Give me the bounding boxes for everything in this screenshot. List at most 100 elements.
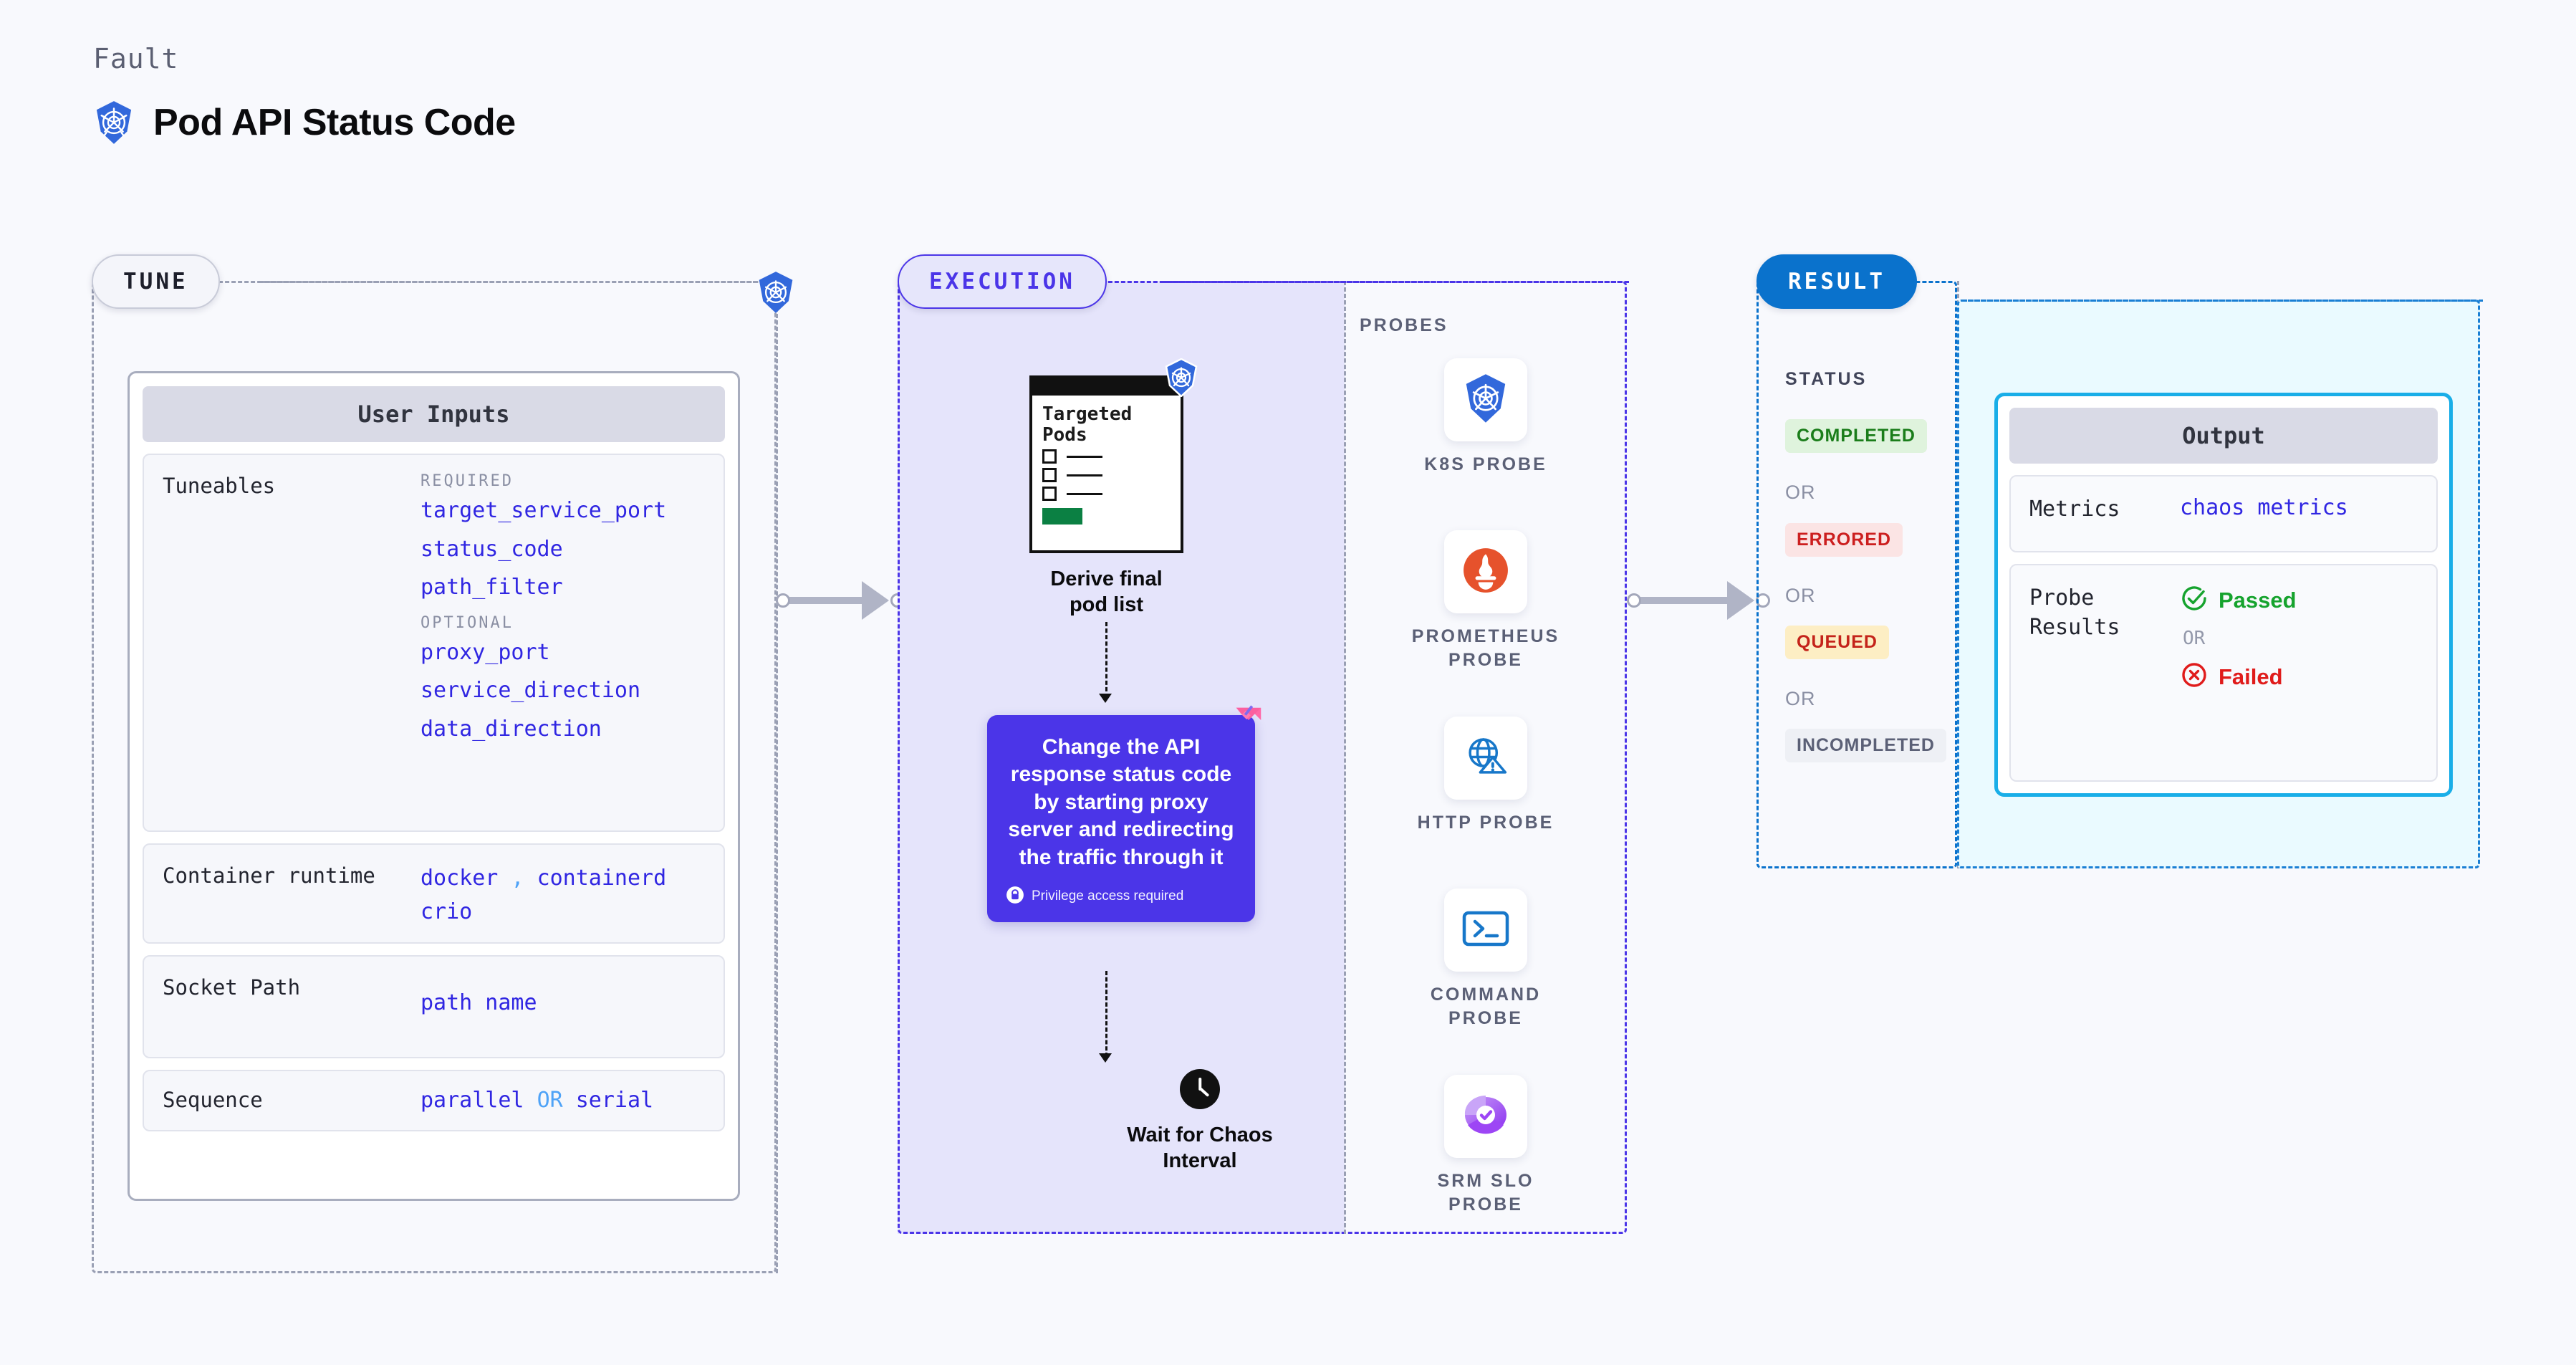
kubernetes-icon xyxy=(1163,358,1199,397)
lock-icon xyxy=(1006,886,1024,908)
container-runtime-label: Container runtime xyxy=(163,863,375,888)
tuneable-service-direction[interactable]: service_direction xyxy=(420,678,641,703)
probe-http[interactable]: HTTP PROBE xyxy=(1400,717,1572,835)
tuneable-status-code[interactable]: status_code xyxy=(420,536,563,562)
metrics-value[interactable]: chaos metrics xyxy=(2180,495,2348,520)
runtime-docker[interactable]: docker xyxy=(420,866,499,891)
probe-label: SRM SLO PROBE xyxy=(1400,1169,1572,1216)
probe-k8s[interactable]: K8S PROBE xyxy=(1400,358,1572,476)
output-title: Output xyxy=(2009,408,2438,464)
x-circle-icon xyxy=(2180,661,2209,693)
probe-tile xyxy=(1444,717,1527,800)
probe-name-line2: PROBE xyxy=(1448,1007,1523,1028)
probe-name-line1: HTTP xyxy=(1417,813,1473,833)
status-badge-queued: QUEUED xyxy=(1785,626,1889,659)
page-title: Pod API Status Code xyxy=(153,102,516,143)
pods-list-item xyxy=(1032,445,1181,464)
execution-pill-connector xyxy=(1162,281,1629,283)
harness-logo-icon xyxy=(1232,704,1265,740)
probe-result-passed: Passed xyxy=(2180,584,2297,616)
user-inputs-card: User Inputs Tuneables REQUIRED target_se… xyxy=(128,371,740,1201)
kubernetes-icon xyxy=(93,100,135,145)
targeted-pods-card: Targeted Pods xyxy=(1029,358,1198,553)
status-badge-incompleted: INCOMPLETED xyxy=(1785,729,1946,762)
sequence-parallel[interactable]: parallel xyxy=(420,1087,524,1113)
stage-pill-result-label: RESULT xyxy=(1788,269,1885,294)
socket-path-label: Socket Path xyxy=(163,975,301,1000)
privilege-note: Privilege access required xyxy=(1006,886,1236,908)
list-line xyxy=(1067,492,1102,495)
tuneable-path-filter[interactable]: path_filter xyxy=(420,575,563,600)
status-badge-errored: ERRORED xyxy=(1785,523,1903,557)
stage-pill-result[interactable]: RESULT xyxy=(1756,254,1917,309)
pods-progress-bar xyxy=(1042,508,1082,525)
pods-card-titlebar xyxy=(1029,375,1183,396)
probe-tile xyxy=(1444,358,1527,441)
probe-prometheus[interactable]: PROMETHEUS PROBE xyxy=(1400,530,1572,671)
stage-pill-execution[interactable]: EXECUTION xyxy=(898,254,1107,309)
probe-srm-slo[interactable]: SRM SLO PROBE xyxy=(1400,1075,1572,1216)
stage-pill-tune[interactable]: TUNE xyxy=(92,254,220,309)
connector-dot-start xyxy=(1627,593,1641,608)
probe-results-label: Probe Results xyxy=(2029,585,2120,640)
pods-card-title: Targeted Pods xyxy=(1032,396,1181,445)
action-description: Change the API response status code by s… xyxy=(1008,735,1234,869)
probe-results-row: Probe Results Passed OR xyxy=(2009,564,2438,782)
sequence-row: Sequence parallel OR serial xyxy=(143,1070,725,1131)
container-runtime-values: docker , containerd crio xyxy=(420,862,705,925)
probe-results-or: OR xyxy=(2183,628,2206,649)
status-label: STATUS xyxy=(1785,369,1868,389)
probe-label: HTTP PROBE xyxy=(1400,811,1572,835)
flow-connector-1 xyxy=(1105,622,1107,698)
probe-tile xyxy=(1444,889,1527,972)
probe-label: COMMAND PROBE xyxy=(1400,983,1572,1030)
tuneable-data-direction[interactable]: data_direction xyxy=(420,716,602,742)
probe-name-line1: K8S xyxy=(1424,454,1466,474)
probe-result-failed: Failed xyxy=(2180,661,2297,693)
pods-title-line2: Pods xyxy=(1042,423,1087,446)
fault-kicker: Fault xyxy=(93,43,179,75)
check-circle-icon xyxy=(2180,584,2209,616)
page-header: Fault Pod API Status Code xyxy=(93,43,516,145)
tuneable-target-service-port[interactable]: target_service_port xyxy=(420,498,667,523)
srm-slo-donut-icon xyxy=(1461,1093,1511,1141)
passed-label: Passed xyxy=(2219,587,2297,613)
status-badge-completed: COMPLETED xyxy=(1785,419,1927,453)
failed-label: Failed xyxy=(2219,664,2283,689)
socket-path-values: path name xyxy=(420,974,705,1040)
wait-interval-step: Wait for Chaos Interval xyxy=(1064,1069,1336,1174)
stage-pill-tune-label: TUNE xyxy=(123,269,188,294)
tune-pill-connector xyxy=(259,281,757,283)
sequence-label: Sequence xyxy=(163,1088,263,1113)
connector-dot-start xyxy=(776,593,790,608)
http-globe-warning-icon xyxy=(1461,732,1511,785)
probes-section-label: PROBES xyxy=(1360,315,1448,335)
runtime-crio[interactable]: crio xyxy=(420,899,473,924)
runtime-containerd[interactable]: containerd xyxy=(537,866,667,891)
probe-command[interactable]: COMMAND PROBE xyxy=(1400,889,1572,1030)
privilege-text: Privilege access required xyxy=(1032,889,1184,904)
sequence-serial[interactable]: serial xyxy=(575,1087,654,1113)
probe-name-line2: PROBE xyxy=(1448,1194,1523,1215)
tuneable-proxy-port[interactable]: proxy_port xyxy=(420,639,550,665)
step-caption-derive-pods: Derive final pod list xyxy=(1050,567,1163,617)
execution-probes-divider xyxy=(1344,281,1346,1234)
pods-list-item xyxy=(1032,482,1181,502)
socket-path-row: Socket Path path name xyxy=(143,955,725,1058)
socket-path-value[interactable]: path name xyxy=(420,990,537,1015)
pods-title-line1: Targeted xyxy=(1042,403,1133,425)
flow-arrow-1 xyxy=(1099,694,1112,703)
connector-arrowhead xyxy=(1727,581,1754,620)
action-card: Change the API response status code by s… xyxy=(987,705,1261,922)
list-line xyxy=(1067,455,1102,458)
container-runtime-line1: docker , containerd xyxy=(420,862,705,896)
connector-line xyxy=(1634,597,1738,604)
sequence-conjunction: OR xyxy=(537,1087,563,1113)
terminal-icon xyxy=(1461,908,1510,953)
connector-arrowhead xyxy=(862,581,889,620)
targeted-pods-step: Targeted Pods Derive final pod list xyxy=(1029,358,1216,618)
tuneables-row: Tuneables REQUIRED target_service_port s… xyxy=(143,454,725,832)
tuneables-label: Tuneables xyxy=(163,474,276,498)
flow-arrow-2 xyxy=(1099,1053,1112,1063)
probe-name-line2: PROBE xyxy=(1479,813,1554,833)
